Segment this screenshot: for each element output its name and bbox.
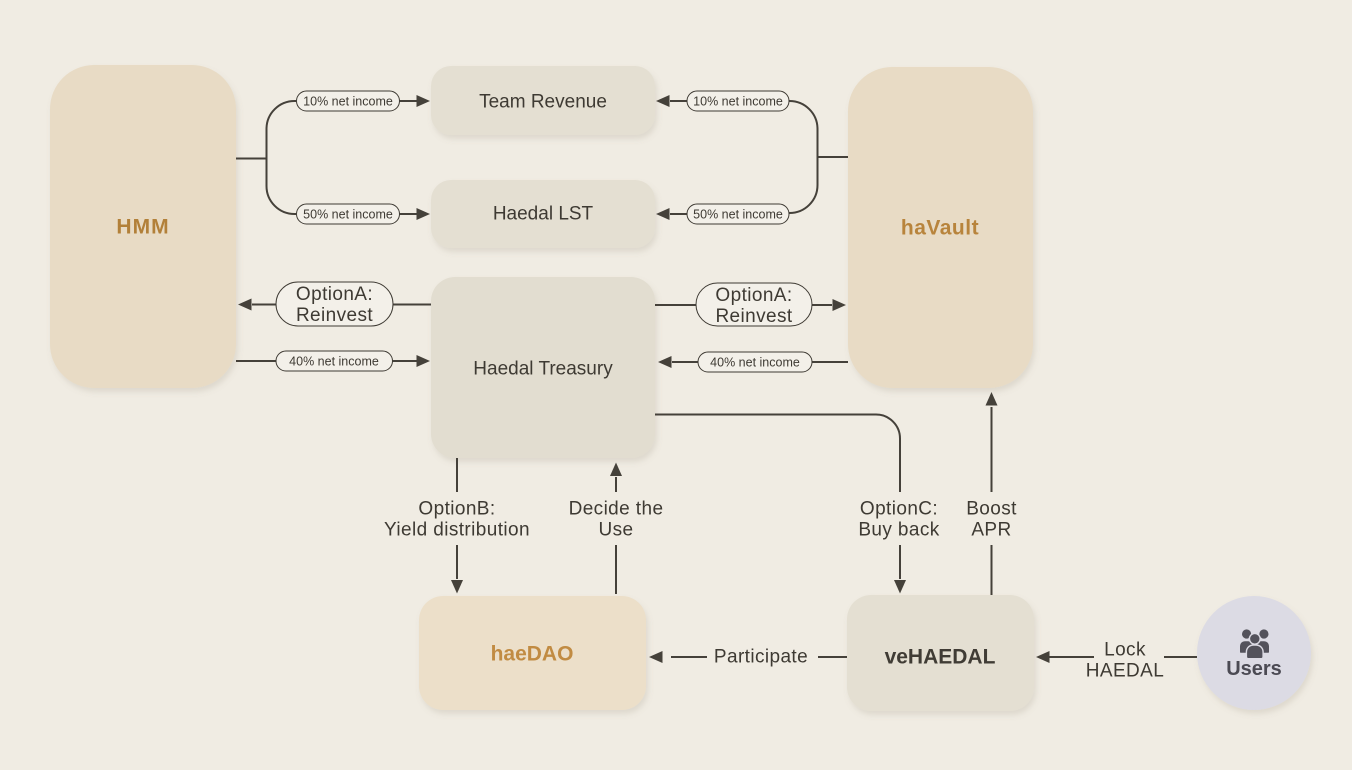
svg-text:10% net income: 10% net income bbox=[693, 95, 783, 109]
svg-text:Buy back: Buy back bbox=[858, 520, 939, 541]
svg-text:Lock: Lock bbox=[1104, 640, 1146, 661]
svg-text:haeDAO: haeDAO bbox=[491, 643, 574, 666]
svg-text:OptionC:: OptionC: bbox=[860, 499, 938, 520]
svg-text:Users: Users bbox=[1226, 658, 1282, 680]
svg-text:OptionA:: OptionA: bbox=[715, 285, 792, 306]
svg-text:Haedal Treasury: Haedal Treasury bbox=[473, 359, 613, 380]
svg-text:HMM: HMM bbox=[116, 216, 169, 239]
svg-text:Haedal LST: Haedal LST bbox=[493, 204, 594, 225]
svg-text:APR: APR bbox=[971, 520, 1011, 541]
svg-text:Reinvest: Reinvest bbox=[715, 306, 792, 327]
svg-text:40% net income: 40% net income bbox=[289, 355, 379, 369]
svg-text:50% net income: 50% net income bbox=[303, 208, 393, 222]
svg-text:Reinvest: Reinvest bbox=[296, 305, 373, 326]
svg-text:HAEDAL: HAEDAL bbox=[1086, 661, 1164, 682]
svg-text:Team Revenue: Team Revenue bbox=[479, 92, 607, 113]
svg-text:50% net income: 50% net income bbox=[693, 208, 783, 222]
svg-text:Use: Use bbox=[599, 520, 634, 541]
svg-text:10% net income: 10% net income bbox=[303, 95, 393, 109]
svg-text:Boost: Boost bbox=[966, 499, 1017, 520]
svg-text:Yield distribution: Yield distribution bbox=[384, 520, 530, 541]
svg-text:haVault: haVault bbox=[901, 217, 979, 240]
svg-text:veHAEDAL: veHAEDAL bbox=[885, 646, 996, 669]
svg-text:Participate: Participate bbox=[714, 647, 808, 668]
svg-text:OptionB:: OptionB: bbox=[418, 499, 495, 520]
svg-text:OptionA:: OptionA: bbox=[296, 284, 373, 305]
svg-text:40% net income: 40% net income bbox=[710, 356, 800, 370]
svg-text:Decide the: Decide the bbox=[569, 499, 664, 520]
